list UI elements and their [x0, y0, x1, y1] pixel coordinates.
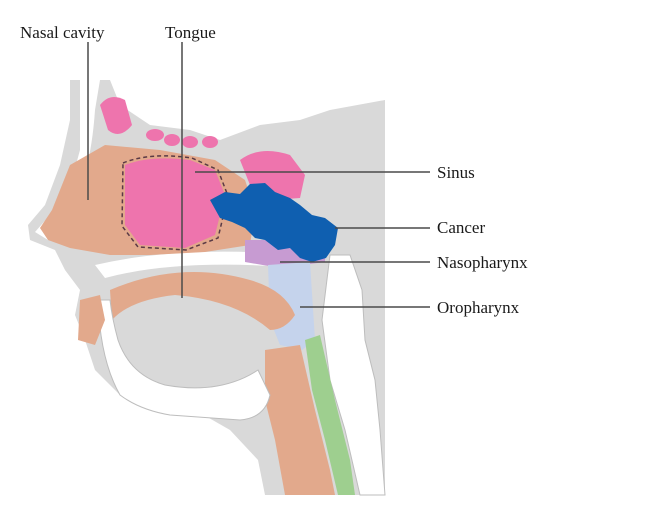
label-nasopharynx: Nasopharynx: [437, 253, 528, 272]
skull-base: [110, 80, 385, 140]
sinus-small-1: [146, 129, 164, 141]
label-nasal-cavity: Nasal cavity: [20, 23, 105, 42]
lower-jaw: [97, 299, 271, 421]
label-cancer: Cancer: [437, 218, 486, 237]
cancer-mass: [210, 183, 338, 262]
sinus-small-4: [202, 136, 218, 148]
esophagus: [305, 335, 355, 495]
label-sinus: Sinus: [437, 163, 475, 182]
lips: [78, 295, 105, 345]
label-tongue: Tongue: [165, 23, 216, 42]
frontal-sinus: [100, 96, 132, 134]
maxillary-sinus-outline: [121, 155, 229, 251]
nasal-bone: [35, 80, 100, 240]
spine: [321, 254, 386, 496]
neck-tissue: [265, 345, 335, 495]
sinus-small-2: [164, 134, 180, 146]
tongue-outline: [110, 272, 295, 330]
sinus-small-3: [182, 136, 198, 148]
label-oropharynx: Oropharynx: [437, 298, 520, 317]
maxillary-sinus: [125, 158, 225, 248]
